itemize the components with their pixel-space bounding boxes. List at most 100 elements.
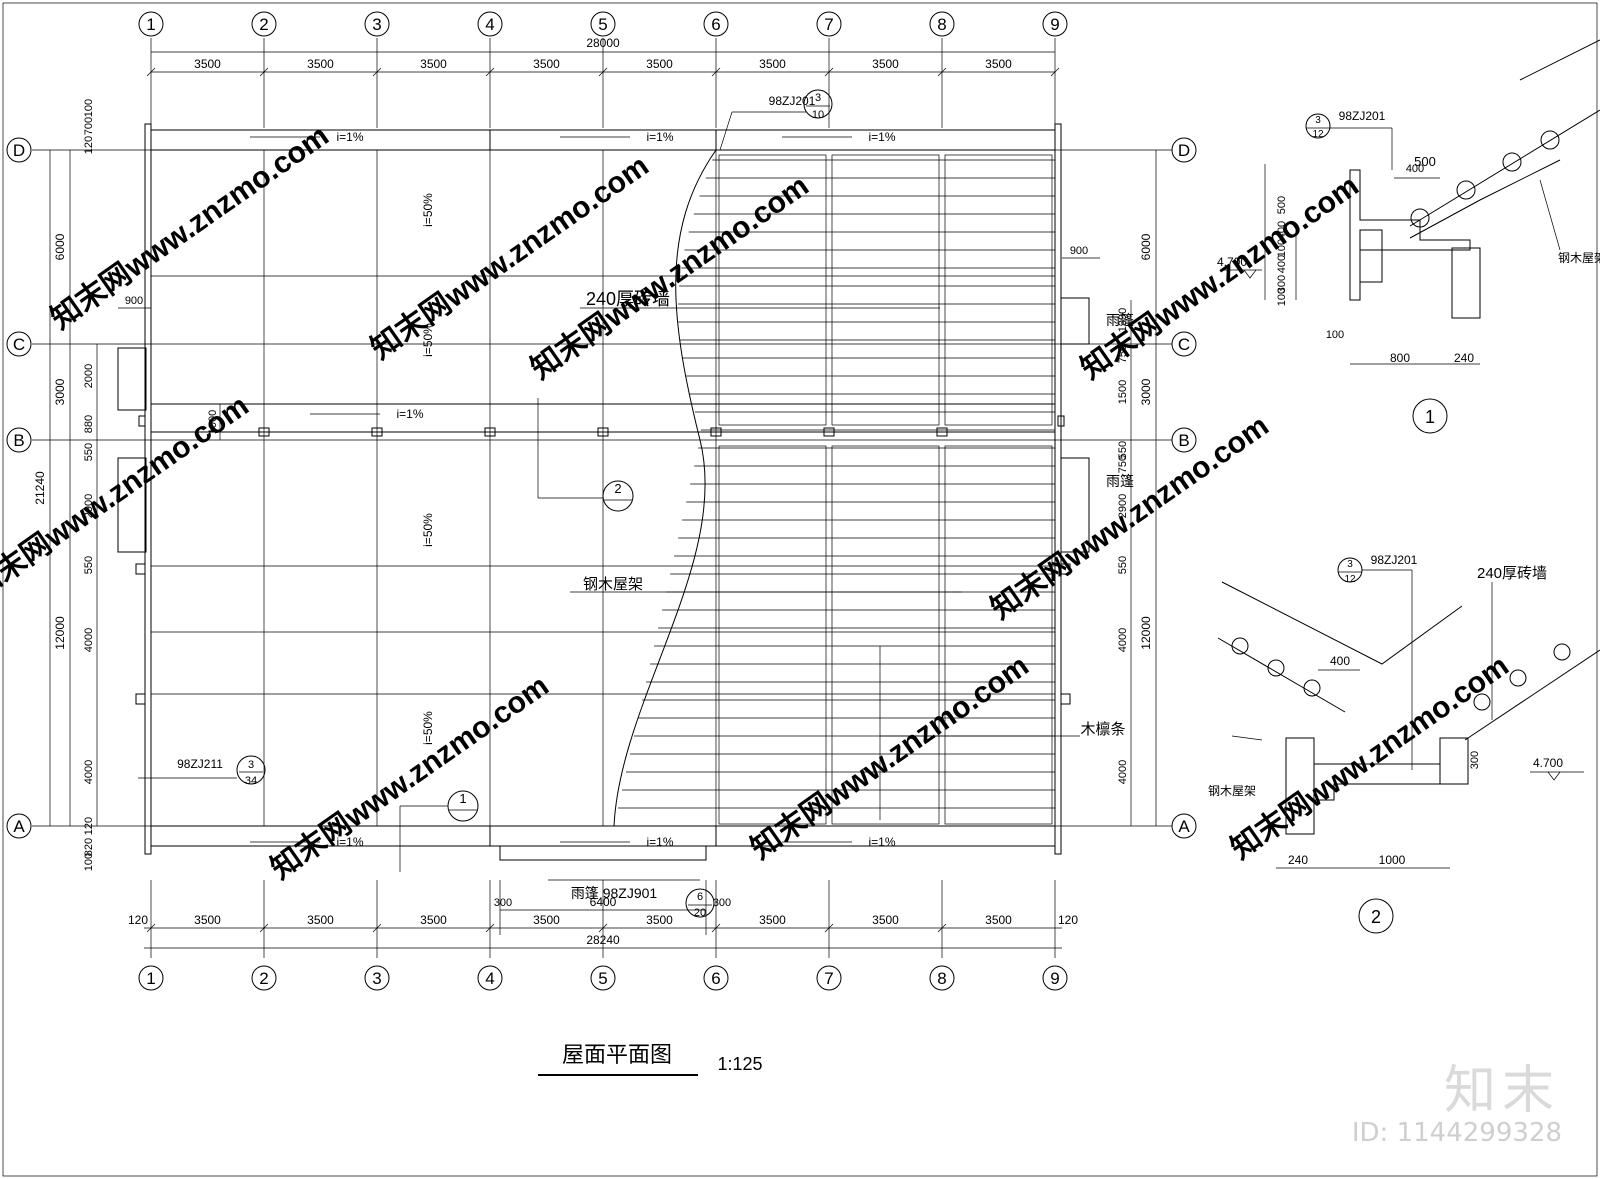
dim-canopy-width: 6400 [590, 895, 617, 909]
column-label-bottom: 4 [485, 969, 494, 988]
slope-label-roof: i=50% [421, 513, 435, 547]
leader [719, 111, 733, 151]
detail-bubble-sheet: 12 [1312, 129, 1324, 140]
dim-tick [146, 923, 156, 933]
valley-outline [1221, 581, 1463, 665]
dim-left-inner: 550 [83, 556, 95, 574]
tile-roll [1502, 152, 1522, 172]
row-bubble-left [6, 137, 32, 163]
slope-label-gutter: i=1% [336, 130, 363, 144]
tile-roll [1410, 208, 1430, 228]
column-label-top: 5 [598, 15, 607, 34]
dim-bottom-bay: 3500 [307, 913, 334, 927]
tile-roll [1456, 180, 1476, 200]
label-brick-wall: 240厚砖墙 [1477, 565, 1547, 582]
column-label-bottom: 2 [259, 969, 268, 988]
detail-ref: 98ZJ201 [1371, 553, 1418, 567]
column-label-top: 6 [711, 15, 720, 34]
detail-bubble-number: 3 [1347, 559, 1353, 570]
row-bubble-left [6, 813, 32, 839]
dim-right-inner: 750 [1117, 455, 1129, 473]
dim-left-inner: 4000 [83, 628, 95, 652]
dim-left-inner: 880 [83, 415, 95, 433]
dim-left-outer: 6000 [53, 233, 67, 260]
column-bubble-top [251, 11, 277, 37]
dim-left-total: 21240 [33, 471, 47, 505]
column-label-top: 3 [372, 15, 381, 34]
row-label-left: A [13, 817, 25, 836]
truss-panel [831, 154, 940, 426]
detail-bubble-sheet: 12 [1344, 574, 1356, 585]
row-bubble-right [1171, 427, 1197, 453]
column-bubble-bottom [816, 965, 842, 991]
watermark-text: 知末网www.znzmo.com [985, 409, 1275, 626]
dim-left-inner: 120 [83, 817, 95, 835]
dim-left-inner: 1000 [207, 410, 219, 434]
detail-ref-sheet: 10 [812, 109, 824, 121]
dim-right-outer: 6000 [1139, 233, 1153, 260]
id-watermark: ID: 1144299328 [1351, 1118, 1562, 1148]
roof-slope [1409, 159, 1561, 239]
post-right [1060, 693, 1071, 705]
dim-tick [824, 923, 834, 933]
column-bubble-bottom [929, 965, 955, 991]
dim-tick [824, 67, 834, 77]
dim-left-inner: 100 [83, 853, 95, 871]
label-truss: 钢木屋架 [1558, 251, 1600, 265]
dim-top-bay: 3500 [533, 57, 560, 71]
detail-dim-240: 240 [1288, 853, 1308, 867]
dim-left-900: 900 [125, 295, 143, 307]
slope-label-gutter: i=1% [868, 835, 895, 849]
label-brick-wall: 240厚砖墙 [586, 289, 670, 309]
tile-roll [1473, 693, 1491, 711]
dim-bottom-bay: 3500 [872, 913, 899, 927]
detail-ref: 98ZJ211 [177, 757, 223, 771]
detail-dim: 100 [1276, 288, 1288, 306]
dim-top-total: 28000 [586, 36, 620, 50]
row-label-left: D [13, 141, 25, 160]
detail-elevation: 4.700 [1533, 756, 1563, 770]
dim-right-inner: 2900 [1117, 494, 1129, 518]
detail-number: 1 [1425, 407, 1435, 427]
label-truss: 钢木屋架 [1208, 784, 1256, 798]
dim-right-inner: 1500 [1117, 380, 1129, 404]
dim-tick [259, 923, 269, 933]
canopy-right [1060, 457, 1090, 553]
dim-tick [711, 67, 721, 77]
dim-bottom-bay: 3500 [759, 913, 786, 927]
detail-number: 2 [1371, 907, 1381, 927]
dim-right-outer: 3000 [1139, 378, 1153, 405]
column-label-bottom: 5 [598, 969, 607, 988]
column-bubble-bottom [138, 965, 164, 991]
dim-left-inner: 820 [83, 838, 95, 856]
detail-ref-bubble [236, 755, 266, 785]
dim-left-outer: 12000 [53, 616, 67, 650]
drawing-scale: 1:125 [717, 1054, 762, 1074]
elevation-marker [1243, 269, 1257, 279]
dim-bottom-bay: 3500 [533, 913, 560, 927]
dim-bottom-bay: 3500 [985, 913, 1012, 927]
detail-dim-400: 400 [1330, 654, 1350, 668]
dim-tick [598, 923, 608, 933]
detail-dim: 400 [1276, 255, 1288, 273]
detail-dim-800: 800 [1390, 351, 1410, 365]
tile-roll [1540, 130, 1560, 150]
column-bubble-top [138, 11, 164, 37]
section-label: 2 [614, 481, 621, 496]
truss-panel [831, 445, 940, 825]
truss-panel [718, 154, 827, 426]
column-label-top: 9 [1050, 15, 1059, 34]
detail-dim: 500 [1276, 196, 1288, 214]
post-left [138, 415, 146, 427]
dim-left-inner: 100 [83, 99, 95, 117]
dim-right-inner: 1390 [1117, 308, 1129, 332]
truss-panel [944, 154, 1053, 426]
column-bubble-bottom [703, 965, 729, 991]
column-bubble-top [816, 11, 842, 37]
roof-slope [1464, 649, 1600, 741]
detail-dim-300: 300 [1469, 751, 1481, 769]
column-bubble-bottom [1042, 965, 1068, 991]
tile-roll [1509, 669, 1527, 687]
